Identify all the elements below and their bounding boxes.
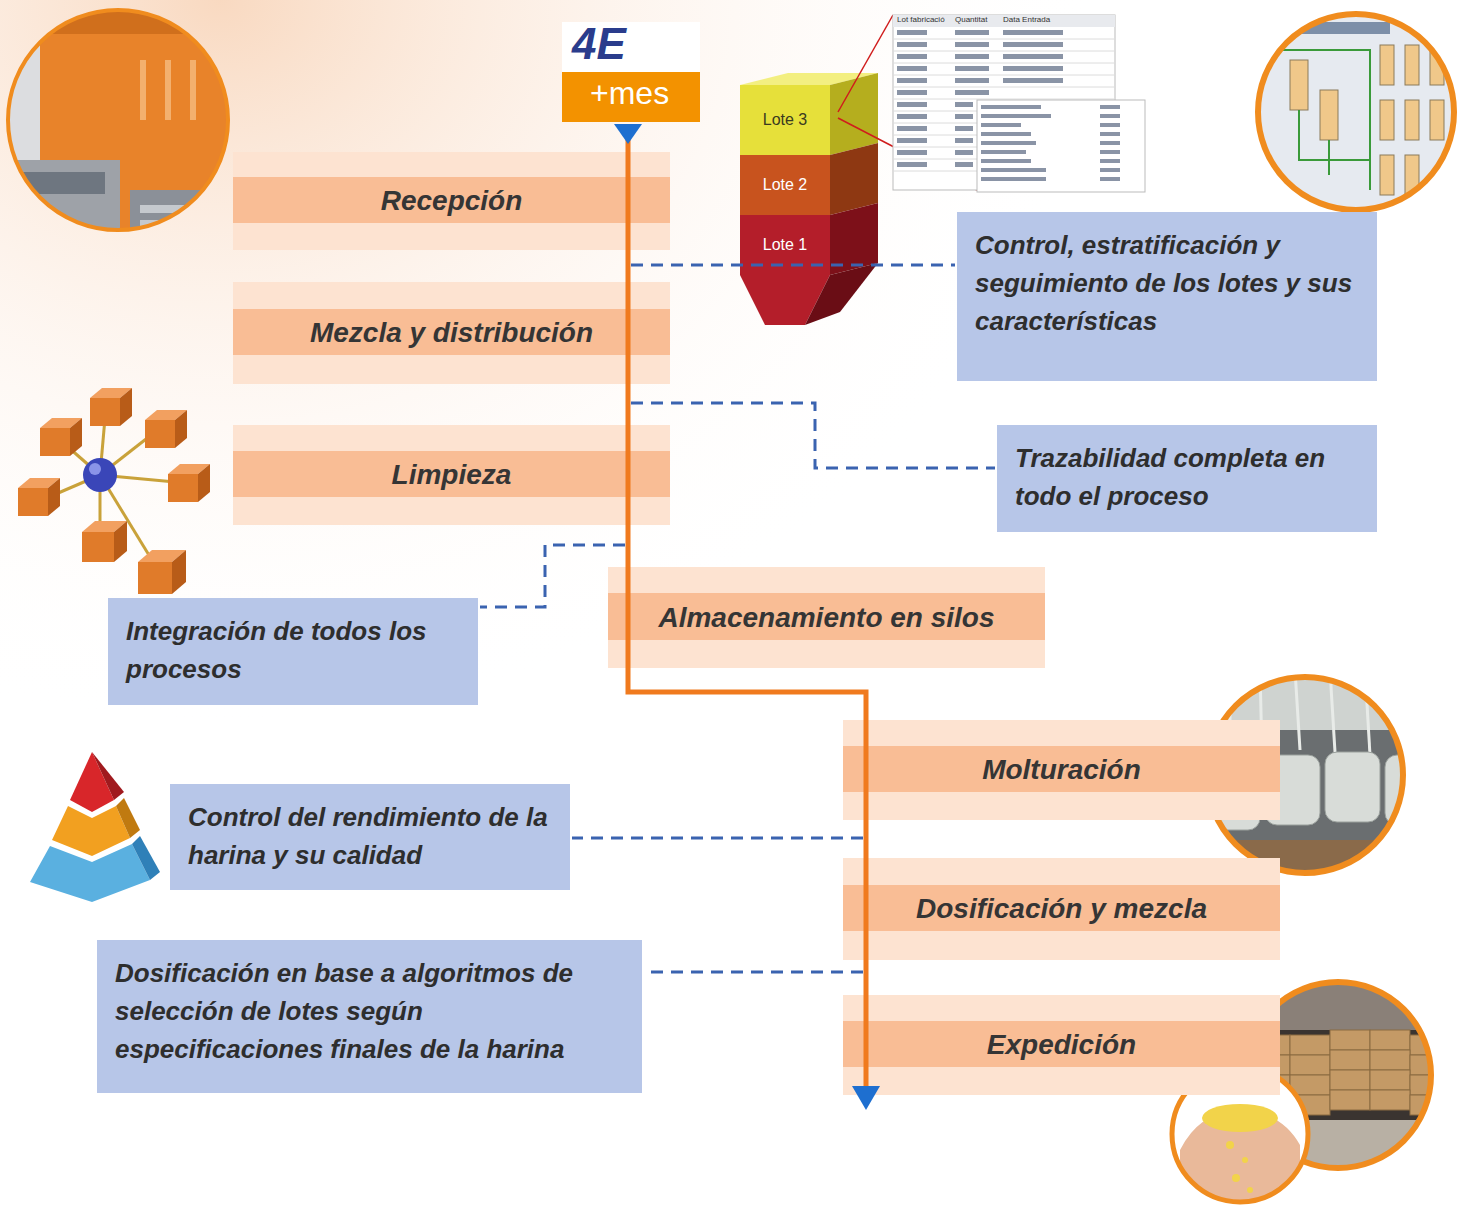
lot-table <box>838 15 1145 192</box>
callout-text: Trazabilidad completa en todo el proceso <box>1015 439 1359 515</box>
silo-lot: Lote 2 <box>740 155 830 215</box>
pyramid-icon <box>30 752 160 902</box>
process-step: Molturación <box>843 720 1280 820</box>
process-step: Recepción <box>233 152 670 250</box>
step-label: Recepción <box>381 185 523 217</box>
table-header: Quantitat <box>955 16 987 25</box>
silo <box>740 73 878 325</box>
process-step: Limpieza <box>233 425 670 525</box>
callout-text: Integración de todos los procesos <box>126 612 460 688</box>
step-label: Molturación <box>982 754 1141 786</box>
end-arrow <box>852 1086 880 1110</box>
network-icon <box>18 388 210 594</box>
step-label: Limpieza <box>392 459 512 491</box>
process-step: Expedición <box>843 995 1280 1095</box>
feature-callout: Integración de todos los procesos <box>108 598 478 705</box>
lot-label: Lote 1 <box>763 236 807 254</box>
lot-label: Lote 3 <box>763 111 807 129</box>
process-step: Dosificación y mezcla <box>843 858 1280 960</box>
feature-callout: Trazabilidad completa en todo el proceso <box>997 425 1377 532</box>
callout-text: Control del rendimiento de la harina y s… <box>188 798 552 874</box>
step-label: Almacenamiento en silos <box>658 602 994 634</box>
building-photo <box>0 0 240 250</box>
logo-mark: 4E <box>572 20 626 68</box>
table-header: Lot fabricació <box>897 16 945 25</box>
table-header: Data Entrada <box>1003 16 1050 25</box>
callout-text: Dosificación en base a algoritmos de sel… <box>115 954 624 1068</box>
process-step: Mezcla y distribución <box>233 282 670 384</box>
start-arrow <box>614 124 642 144</box>
control-screen <box>1250 10 1468 220</box>
silo-lot: Lote 3 <box>740 85 830 155</box>
feature-callout: Control, estratificación y seguimiento d… <box>957 212 1377 381</box>
logo-text: +mes <box>590 76 669 111</box>
step-label: Dosificación y mezcla <box>916 893 1207 925</box>
step-label: Mezcla y distribución <box>310 317 593 349</box>
callout-text: Control, estratificación y seguimiento d… <box>975 226 1359 340</box>
feature-callout: Dosificación en base a algoritmos de sel… <box>97 940 642 1093</box>
feature-callout: Control del rendimiento de la harina y s… <box>170 784 570 890</box>
lot-label: Lote 2 <box>763 176 807 194</box>
process-step: Almacenamiento en silos <box>608 567 1045 668</box>
step-label: Expedición <box>987 1029 1136 1061</box>
